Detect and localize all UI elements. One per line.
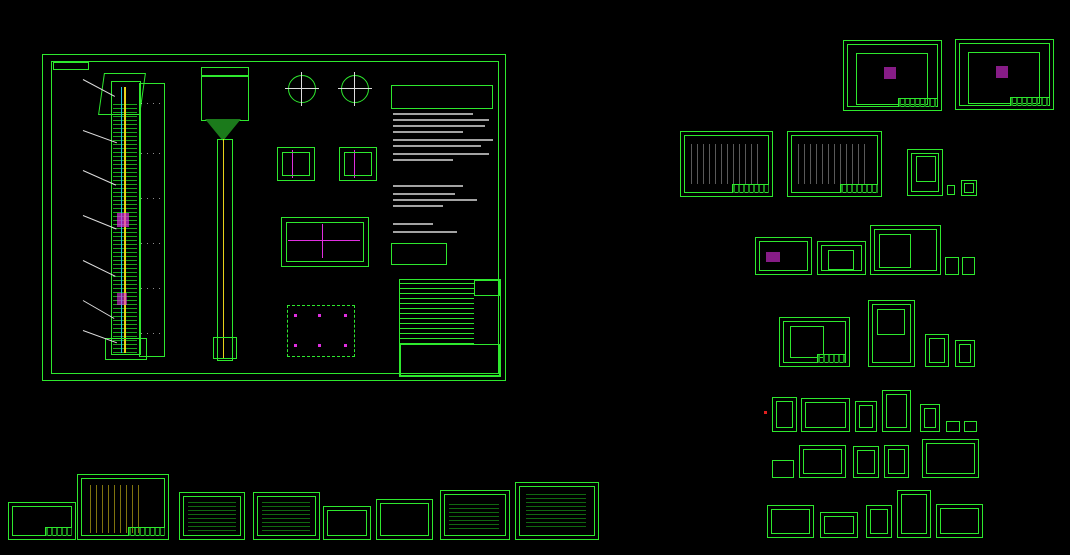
sheet-r6[interactable] <box>947 185 955 195</box>
plan-view-box <box>281 217 369 267</box>
sheet-r32[interactable] <box>897 490 931 538</box>
elevator-elevation-right <box>199 67 251 365</box>
sheet-r9[interactable] <box>817 241 866 275</box>
red-marker <box>764 411 767 414</box>
sheet-r2[interactable] <box>955 39 1054 110</box>
sheet-r28[interactable] <box>922 439 979 478</box>
title-block <box>400 344 500 376</box>
section-detail-a <box>277 147 315 181</box>
parts-list-table <box>399 279 501 377</box>
section-detail-b <box>339 147 377 181</box>
sheet-b5[interactable] <box>323 506 371 540</box>
sheet-r27[interactable] <box>884 445 909 478</box>
sheet-r10[interactable] <box>870 225 941 275</box>
sheet-r20[interactable] <box>882 390 911 432</box>
sheet-r8[interactable] <box>755 237 812 275</box>
sheet-r23[interactable] <box>964 421 977 432</box>
leader-lines <box>82 75 123 345</box>
elevator-elevation-left <box>91 73 171 363</box>
sheet-r15[interactable] <box>925 334 949 367</box>
sheet-r31[interactable] <box>866 505 892 538</box>
sheet-r24[interactable] <box>772 460 794 478</box>
sheet-r30[interactable] <box>820 512 858 538</box>
sheet-r7[interactable] <box>961 180 977 196</box>
sheet-b1[interactable] <box>8 502 76 540</box>
sheet-r25[interactable] <box>799 445 846 478</box>
anchor-bolt-plan <box>287 305 355 357</box>
sheet-b6[interactable] <box>376 499 433 540</box>
section-circle-2 <box>338 72 372 106</box>
sheet-r3[interactable] <box>680 131 773 197</box>
sheet-r33[interactable] <box>936 504 983 538</box>
sheet-r19[interactable] <box>855 401 877 432</box>
sheet-b7[interactable] <box>440 490 510 540</box>
sheet-r1[interactable] <box>843 40 942 111</box>
sheet-r11[interactable] <box>945 257 959 275</box>
sheet-r4[interactable] <box>787 131 882 197</box>
technical-notes-block <box>389 73 497 273</box>
sheet-r12[interactable] <box>962 257 975 275</box>
main-sheet-corner-tag <box>53 62 89 70</box>
section-circle-1 <box>285 72 319 106</box>
sheet-r21[interactable] <box>920 404 940 432</box>
sheet-r29[interactable] <box>767 505 814 538</box>
main-drawing-sheet[interactable] <box>42 54 506 381</box>
sheet-r13[interactable] <box>779 317 850 367</box>
sheet-b3[interactable] <box>179 492 245 540</box>
sheet-b8[interactable] <box>515 482 599 540</box>
sheet-r17[interactable] <box>772 397 797 432</box>
sheet-r14[interactable] <box>868 300 915 367</box>
sheet-r18[interactable] <box>801 398 850 432</box>
sheet-r16[interactable] <box>955 340 975 367</box>
main-sheet-inner-border <box>51 61 499 374</box>
sheet-r5[interactable] <box>907 149 943 196</box>
sheet-r22[interactable] <box>946 421 960 432</box>
sheet-b2[interactable] <box>77 474 169 540</box>
sheet-b4[interactable] <box>253 492 320 540</box>
sheet-r26[interactable] <box>853 446 879 478</box>
